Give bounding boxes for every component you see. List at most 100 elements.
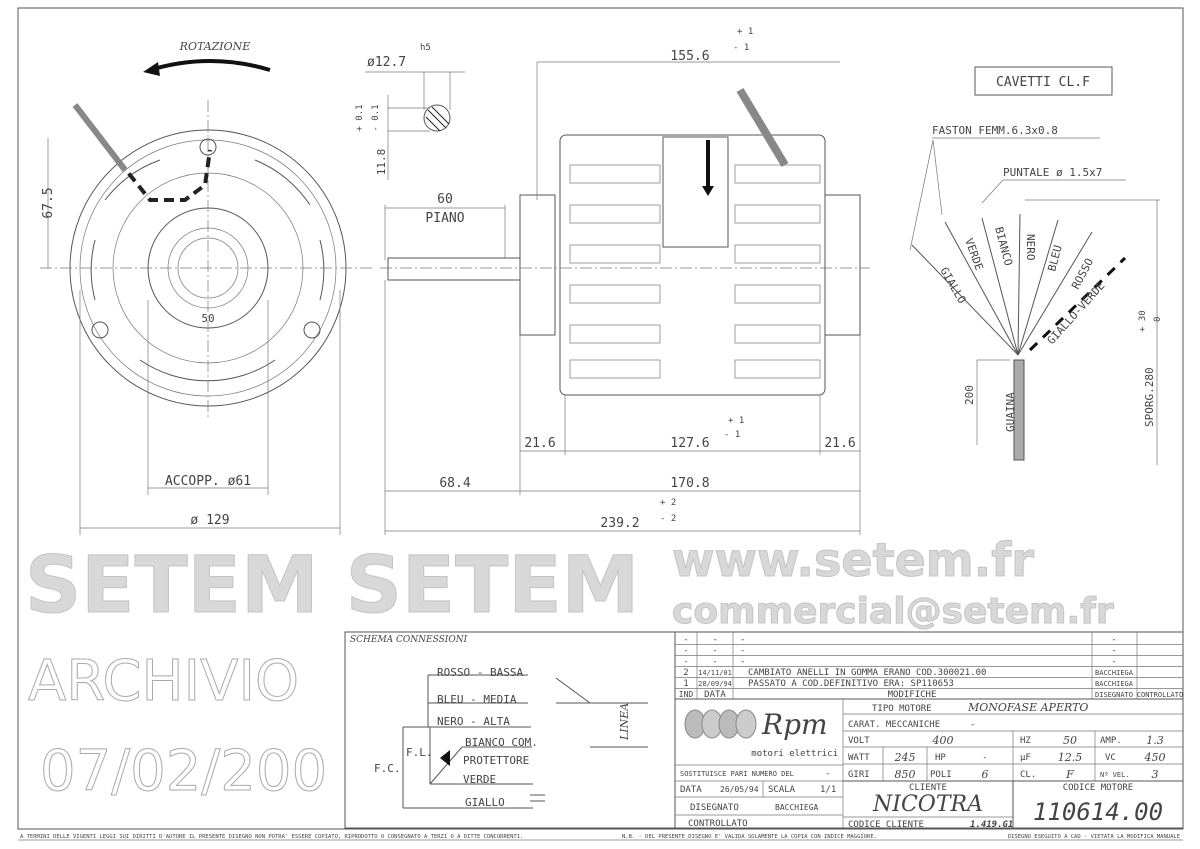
archive-date-stamp: 07/02/200 [40,739,327,804]
rev-mod: PASSATO A COD.DEFINITIVO ERA: SP110653 [748,679,954,689]
rev-dis: BACCHIEGA [1095,680,1134,688]
side-view: 155.6 + 1 - 1 21.6 127.6 + 1 - 1 21.6 68… [380,27,870,535]
class-value: F [1065,768,1074,781]
schema-protettore: PROTETTORE [463,754,529,767]
mech-char-label: CARAT. MECCANICHE [848,720,940,730]
vc-label: VC [1105,753,1116,763]
rev-ind: - [683,646,688,656]
sostituisce-label: SOSTITUISCE PARI NUMERO DEL [680,770,794,778]
date-label: DATA [680,785,702,795]
header-controllato: CONTROLLATO [1137,691,1183,699]
speeds-label: Nº VEL. [1100,771,1130,779]
poles-value: 6 [982,768,989,781]
rev-date: - [712,657,717,667]
schema-bleu: BLEU - MEDIA [437,693,517,706]
dim-right-flange: 21.6 [824,436,855,451]
schema-rosso: ROSSO - BASSA [437,666,523,679]
flat-tol-plus: + 0.1 [355,104,365,131]
motor-type-label: TIPO MOTORE [872,704,932,714]
volt-label: VOLT [848,736,870,746]
rev-date: 14/11/01 [698,669,732,677]
hp-value: - [982,753,987,763]
uf-value: 12.5 [1058,751,1083,764]
designer-label: DISEGNATO [690,803,739,813]
watt-value: 245 [894,751,916,764]
hp-label: HP [935,753,946,763]
rev-ind: 1 [683,679,688,689]
logo-subtitle: motori elettrici [751,749,838,759]
hz-value: 50 [1063,734,1077,747]
rpm-label: GIRI [848,770,870,780]
rev-mod: - [740,657,745,667]
header-modifiche: MODIFICHE [888,690,937,700]
front-view: ROTAZIONE 67.5 50 ACCOPP. ø61 ø 129 [40,40,375,535]
shaft-diameter: ø12.7 [367,55,406,70]
cable-detail: CAVETTI CL.F FASTON FEMM.6.3x0.8 PUNTALE… [909,66,1163,465]
dim-height: 67.5 [41,187,56,218]
dim-total-length: 239.2 [600,516,639,531]
rev-ind: 2 [683,668,688,678]
client-code-label: CODICE CLIENTE [848,820,924,830]
schema-fl: F.L. [406,746,433,759]
wire-nero: NERO [1024,234,1037,261]
puntale-label: PUNTALE ø 1.5x7 [1003,166,1102,179]
schema-bianco: BIANCO COM. [465,736,538,749]
title-block: Rpm motori elettrici SOSTITUISCE PARI NU… [675,699,1184,830]
tol-minus-total: - 2 [660,514,676,524]
faston-label: FASTON FEMM.6.3x0.8 [932,124,1058,137]
dim-body-length: 170.8 [670,476,709,491]
direction-arrow-icon [702,186,714,196]
watt-label: WATT [848,753,870,763]
wire-verde: VERDE [962,237,986,273]
wire-giallo: GIALLO [937,265,968,306]
archive-stamp: ARCHIVIO [28,649,299,714]
dim-left-flange: 21.6 [524,436,555,451]
tol-minus: - 1 [733,43,749,53]
dim-shaft-length: 68.4 [439,476,470,491]
motor-code-label: CODICE MOTORE [1063,783,1133,793]
client-code-value: 1.419.G1 [970,820,1013,830]
tol-plus-inner: + 1 [728,416,744,426]
rev-mod: - [740,646,745,656]
protector-icon [440,750,450,766]
rotation-label: ROTAZIONE [179,40,251,53]
protrusion-label: SPORG.280 [1143,367,1156,427]
schema-linea: LINEA [618,703,631,741]
speeds-value: 3 [1152,768,1159,781]
tol-plus: + 1 [737,27,753,37]
dim-length-top: 155.6 [670,49,709,64]
rev-date: - [712,646,717,656]
amp-value: 1.3 [1146,734,1164,747]
hz-label: HZ [1020,736,1031,746]
wire-bleu: BLEU [1045,244,1064,273]
logo-text: Rpm [761,708,828,741]
amp-label: AMP. [1100,736,1122,746]
watermark-setem: SETEM SETEM [25,541,639,631]
dim-inner: 127.6 [670,436,709,451]
footer-nb: N.B. - DEL PRESENTE DISEGNO E' VALIDA SO… [622,834,877,840]
client-label: CLIENTE [909,783,947,793]
checked-label: CONTROLLATO [688,819,748,829]
watermark-email: commercial@setem.fr [672,591,1114,632]
rev-mod: - [740,635,745,645]
uf-label: µF [1020,753,1031,763]
watermark: SETEM SETEM www.setem.fr commercial@sete… [25,533,1115,805]
rpm-logo: Rpm motori elettrici [684,708,838,759]
scale-label: SCALA [768,785,796,795]
poles-label: POLI [930,770,952,780]
date-value: 26/05/94 [720,785,759,794]
flat-label: PIANO [425,211,464,226]
wire-bianco: BIANCO [992,225,1015,267]
header-ind: IND [679,690,694,699]
rev-dis: - [1111,646,1116,656]
dim-hub: 50 [201,312,214,325]
dim-coupling: ACCOPP. ø61 [165,474,251,489]
protrusion-tol-minus: 0 [1153,317,1163,322]
volt-value: 400 [932,734,954,747]
schema-fc: F.C. [374,762,401,775]
rev-dis: - [1111,635,1116,645]
flat-length: 60 [437,192,453,207]
rev-dis: BACCHIEGA [1095,669,1134,677]
header-disegnato: DISEGNATO [1095,691,1133,699]
